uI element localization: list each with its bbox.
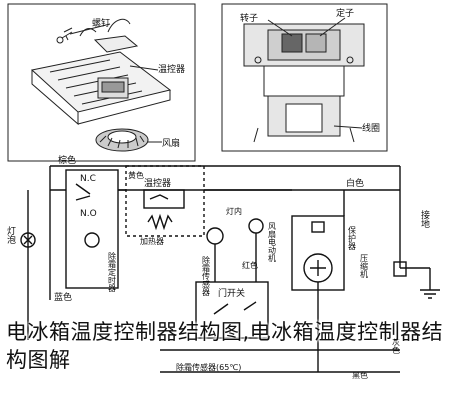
label-stator: 定子 xyxy=(336,7,354,19)
label-wire-gray: 灰色 xyxy=(392,337,401,354)
label-fan-motor: 风扇电动机 xyxy=(268,222,277,263)
label-thermostat-top: 温控器 xyxy=(158,63,185,75)
label-heater: 加热器 xyxy=(140,236,164,246)
label-wire-black: 黑色 xyxy=(352,370,368,380)
label-no: N.O xyxy=(80,209,97,219)
label-wire-blue: 蓝色 xyxy=(54,291,72,303)
label-wire-red: 红色 xyxy=(242,260,258,270)
label-wire-brown: 棕色 xyxy=(58,154,76,166)
label-screw: 螺钉 xyxy=(92,18,110,29)
caption-overlay: 电冰箱温度控制器结构图,电冰箱温度控制器结构图解 xyxy=(6,320,444,372)
label-fan: 风扇 xyxy=(162,137,180,149)
label-protector: 保护器 xyxy=(348,225,357,251)
label-nc: N.C xyxy=(80,174,96,184)
label-defrost-sensor: 除霜传感器 xyxy=(202,255,211,297)
label-lamp-house: 灯内 xyxy=(226,206,242,216)
label-defrost-timer: 除霜定时器 xyxy=(108,251,117,293)
label-compressor: 压缩机 xyxy=(360,254,369,279)
thermostat-assembly-illustration xyxy=(7,3,196,162)
label-door-switch: 门开关 xyxy=(218,287,245,299)
motor-cross-section-illustration xyxy=(221,3,388,152)
label-white: 白色 xyxy=(346,177,364,189)
label-rotor: 转子 xyxy=(240,12,258,24)
label-wire-yellow: 黄色 xyxy=(128,170,144,180)
label-bulb: 灯泡 xyxy=(5,226,16,244)
wiring-diagram xyxy=(20,165,440,373)
label-coil: 线圈 xyxy=(362,122,380,134)
label-thermostat-circuit: 温控器 xyxy=(144,177,171,189)
label-timer-temp: 除霜传感器(65℃) xyxy=(176,362,241,372)
label-ground: 接地 xyxy=(419,209,430,228)
